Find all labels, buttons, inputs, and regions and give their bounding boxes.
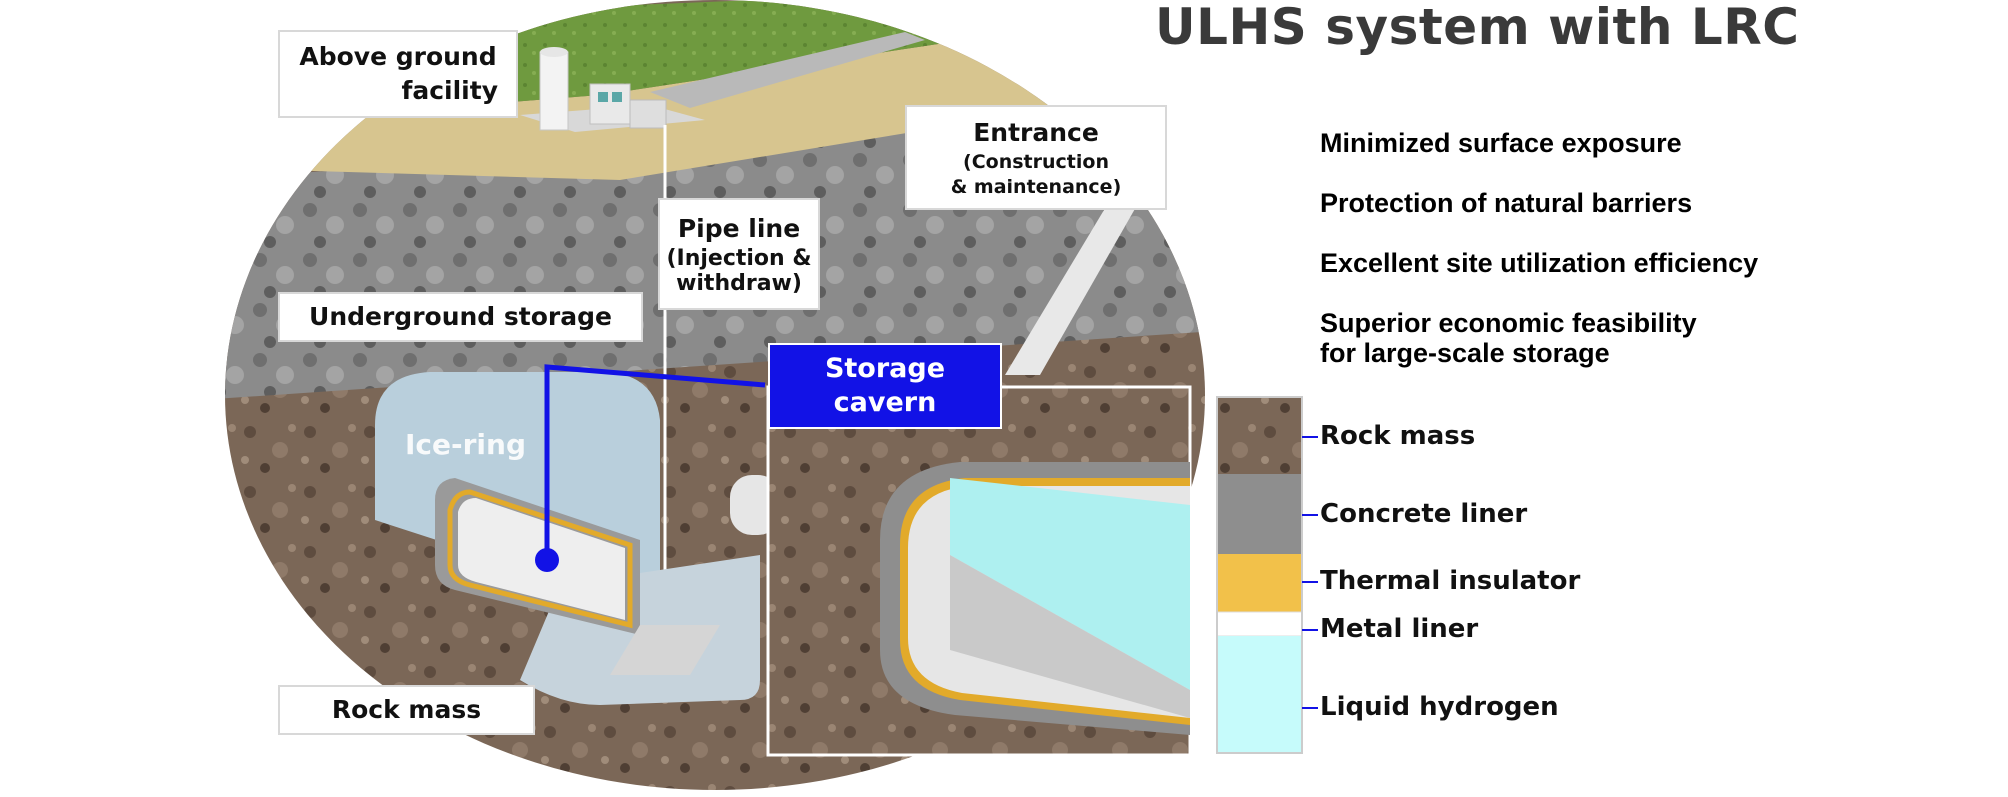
legend-concrete-liner: Concrete liner — [1320, 499, 1528, 529]
cavern-detail-panel — [766, 385, 1192, 757]
pipe-sub-2: withdraw) — [676, 271, 802, 296]
above-ground-line-1: Above ground — [299, 42, 497, 71]
ice-ring-label: Ice-ring — [405, 428, 527, 461]
legend-swatches — [1216, 396, 1318, 754]
benefit-item: Minimized surface exposure — [1320, 128, 1682, 158]
benefit-item: Excellent site utilization efficiency — [1320, 248, 1759, 278]
legend-rock-mass: Rock mass — [1320, 421, 1476, 451]
pipe-title: Pipe line — [677, 214, 801, 243]
storage-cavern-label: Storage cavern — [768, 343, 1002, 429]
connector-line — [544, 364, 766, 560]
entrance-sub-1: (Construction — [963, 150, 1109, 173]
underground-storage-label: Underground storage — [278, 292, 643, 342]
entrance-label: Entrance (Construction & maintenance) — [905, 105, 1167, 210]
benefit-item: Superior economic feasibility — [1320, 308, 1697, 338]
rock-mass-text: Rock mass — [331, 695, 482, 724]
benefit-item: for large-scale storage — [1320, 338, 1610, 368]
benefits-list: Minimized surface exposure Protection of… — [1320, 128, 1758, 368]
cavern-marker — [535, 548, 559, 572]
underground-text: Underground storage — [309, 302, 612, 331]
storage-line-1: Storage — [824, 353, 946, 384]
pipe-sub-1: (Injection & — [666, 246, 812, 271]
benefit-item: Protection of natural barriers — [1320, 188, 1693, 218]
entrance-sub-2: & maintenance) — [950, 175, 1122, 198]
legend-metal-liner: Metal liner — [1320, 614, 1479, 644]
ice-ring-cavern — [375, 372, 780, 705]
above-ground-label: Above ground facility — [278, 30, 518, 118]
pipe-line-label: Pipe line (Injection & withdraw) — [658, 198, 820, 310]
entrance-title: Entrance — [973, 117, 1099, 147]
legend-liquid-hydrogen: Liquid hydrogen — [1320, 692, 1559, 722]
diagram-title: ULHS system with LRC — [1155, 0, 1800, 56]
facility-building — [520, 47, 705, 132]
above-ground-line-2: facility — [401, 76, 498, 105]
legend-thermal-insulator: Thermal insulator — [1320, 566, 1581, 596]
rock-mass-label: Rock mass — [278, 685, 535, 735]
storage-line-2: cavern — [833, 387, 937, 418]
